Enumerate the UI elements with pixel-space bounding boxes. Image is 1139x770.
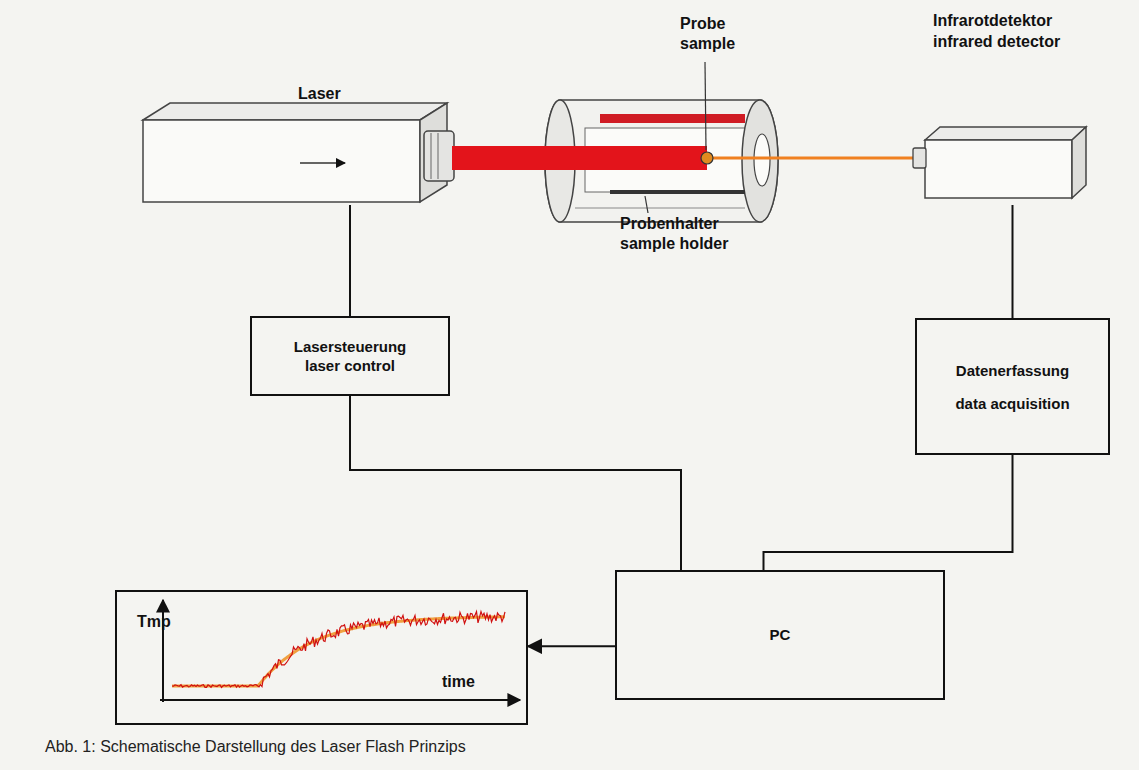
leader-line <box>645 196 648 213</box>
leader-line <box>705 62 706 150</box>
process-box: Lasersteuerung laser control <box>250 316 450 396</box>
laser-beam <box>452 146 707 170</box>
signal-wire <box>1012 205 1014 318</box>
signal-wire <box>350 396 681 570</box>
process-box: Datenerfassung data acquisition <box>915 318 1110 455</box>
laser-illustration <box>143 103 454 202</box>
node-label: Laser <box>298 84 341 105</box>
box-label: Datenerfassung data acquisition <box>943 354 1083 420</box>
detector-illustration <box>913 127 1086 198</box>
signal-wire <box>349 205 351 316</box>
part-label: Probenhalter sample holder <box>620 214 745 254</box>
part-label: Probe sample <box>680 14 750 54</box>
x-axis <box>160 699 520 701</box>
box-label: Lasersteuerung laser control <box>275 337 425 376</box>
node-label: Tmp <box>137 612 171 633</box>
signal-wire <box>764 455 1013 570</box>
sample-disc <box>701 152 713 164</box>
node-label: time <box>442 672 475 693</box>
output-arrow <box>528 645 615 647</box>
caption: Abb. 1: Schematische Darstellung des Las… <box>45 738 466 756</box>
detector-node: Infrarotdetektor infrared detector <box>905 5 1110 205</box>
box-label: PC <box>770 625 791 645</box>
infrared-beam <box>707 157 914 160</box>
graph-box: Tmp time <box>115 590 528 725</box>
node-label: Infrarotdetektor infrared detector <box>933 11 1093 53</box>
laser-node: Laser <box>140 80 460 205</box>
computer-box: PC <box>615 570 945 700</box>
